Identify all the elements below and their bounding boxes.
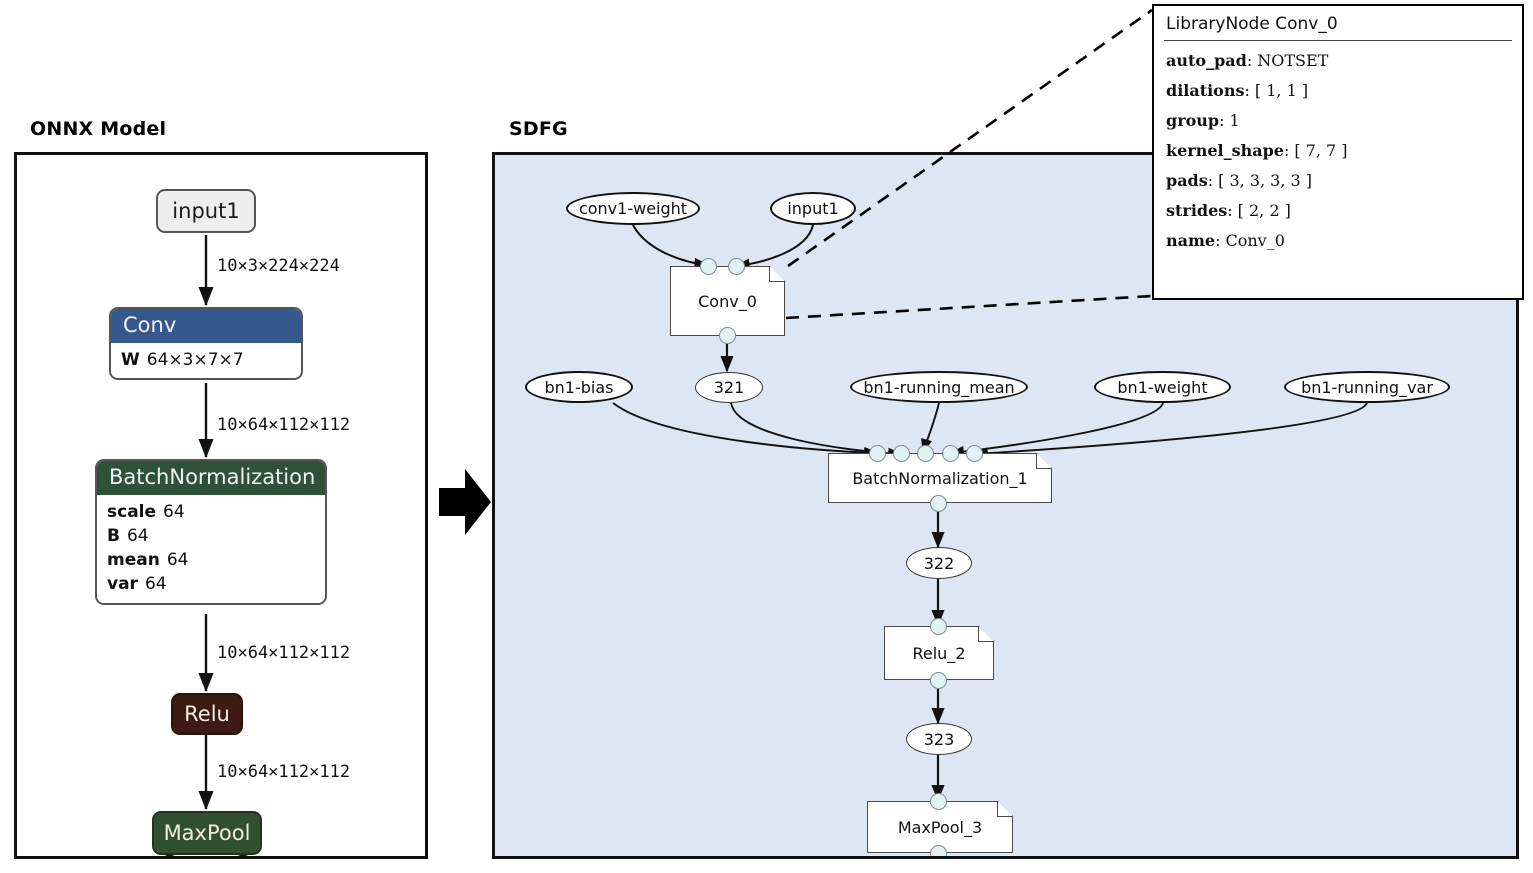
sdfg-access-node-label: 322 [923,553,955,573]
sdfg-in-connector[interactable] [700,258,717,275]
onnx-param-row: B 64 [107,524,315,548]
onnx-param-name: mean [107,550,160,571]
sdfg-access-node-conv1-weight[interactable]: conv1-weight [566,192,700,225]
onnx-node-conv-label: Conv [111,309,301,343]
sdfg-in-connector[interactable] [869,445,886,462]
transform-arrow-icon [439,469,491,535]
onnx-node-input1[interactable]: input1 [156,189,256,233]
sdfg-access-node-bn1-running-mean[interactable]: bn1-running_mean [850,371,1028,403]
onnx-param-row: scale 64 [107,500,315,524]
tooltip-row-value: [ 1, 1 ] [1254,80,1309,100]
sdfg-access-node-322[interactable]: 322 [906,547,972,579]
sdfg-out-connector[interactable] [930,672,947,689]
sdfg-library-node-batchnormalization-1[interactable]: BatchNormalization_1 [828,453,1052,503]
sdfg-out-connector[interactable] [719,327,736,344]
tooltip-row: pads:[ 3, 3, 3, 3 ] [1166,170,1313,190]
tooltip-row-key: group [1166,110,1220,130]
sdfg-out-connector[interactable] [930,845,947,856]
sdfg-access-node-label: 321 [713,378,745,397]
sdfg-access-node-input1[interactable]: input1 [770,192,856,225]
onnx-model-panel: input1 Conv W 64×3×7×7 BatchNormalization… [14,152,428,859]
sdfg-in-connector[interactable] [930,793,947,810]
sdfg-access-node-323[interactable]: 323 [906,723,972,755]
onnx-param-row: var 64 [107,572,315,596]
onnx-param-value: 64 [126,526,149,547]
sdfg-access-node-bn1-running-var[interactable]: bn1-running_var [1284,371,1450,403]
tooltip-row-key: name [1166,230,1216,250]
sdfg-in-connector[interactable] [917,445,934,462]
sdfg-in-connector[interactable] [728,258,745,275]
sdfg-in-connector[interactable] [893,445,910,462]
onnx-node-maxpool[interactable]: MaxPool [152,811,262,855]
tooltip-row-key: dilations [1166,80,1245,100]
sdfg-in-connector[interactable] [942,445,959,462]
onnx-param-value: 64 [163,502,185,522]
onnx-param-value: 64×3×7×7 [146,350,244,370]
sdfg-library-node-conv-0[interactable]: Conv_0 [670,266,785,336]
onnx-edges-layer [164,235,249,856]
sdfg-library-node-label: BatchNormalization_1 [852,468,1028,488]
tooltip-divider [1164,40,1512,41]
tooltip-row-key: pads [1166,170,1208,190]
sdfg-access-node-label: conv1-weight [578,199,688,218]
sdfg-access-node-bn1-weight[interactable]: bn1-weight [1094,371,1231,403]
onnx-param-row: mean 64 [107,548,315,572]
onnx-node-conv[interactable]: Conv W 64×3×7×7 [109,307,303,381]
sdfg-access-node-label: input1 [787,199,839,218]
onnx-node-relu[interactable]: Relu [171,693,243,735]
onnx-node-input1-label: input1 [172,199,240,223]
tooltip-row-key: kernel_shape [1166,140,1284,160]
onnx-param-row: W 64×3×7×7 [121,348,291,372]
onnx-param-value: 64 [144,574,167,595]
onnx-panel-title: ONNX Model [30,118,167,140]
sdfg-access-node-bn1-bias[interactable]: bn1-bias [525,371,633,403]
onnx-edge-label: 10×3×224×224 [217,256,340,276]
tooltip-row-value: Conv_0 [1225,230,1285,250]
onnx-node-conv-params: W 64×3×7×7 [111,343,301,379]
sdfg-library-node-label: Relu_2 [912,643,966,663]
tooltip-row-value: 1 [1229,110,1240,130]
onnx-param-name: B [107,526,120,547]
library-node-info-tooltip: LibraryNode Conv_0 auto_pad:NOTSET dilat… [1152,4,1524,300]
onnx-param-name: scale [107,502,157,522]
sdfg-in-connector[interactable] [966,445,983,462]
tooltip-row-key: strides [1166,200,1228,220]
sdfg-library-node-label: MaxPool_3 [897,817,983,837]
tooltip-row-value: [ 3, 3, 3, 3 ] [1218,170,1313,190]
tooltip-row-value: [ 7, 7 ] [1294,140,1348,160]
onnx-node-batchnormalization-params: scale 64 B 64 mean 64 var 64 [97,495,325,603]
onnx-node-maxpool-label: MaxPool [163,821,251,845]
sdfg-access-node-label: bn1-running_var [1301,377,1433,397]
onnx-node-batchnormalization[interactable]: BatchNormalization scale 64 B 64 mean 64 va… [95,459,327,605]
tooltip-row: group:1 [1166,110,1240,130]
onnx-node-batchnormalization-label: BatchNormalization [97,461,325,495]
sdfg-access-node-321[interactable]: 321 [695,372,763,403]
sdfg-out-connector[interactable] [930,495,947,512]
sdfg-in-connector[interactable] [930,618,947,635]
tooltip-row: dilations:[ 1, 1 ] [1166,80,1309,100]
tooltip-row-value: [ 2, 2 ] [1237,200,1291,220]
tooltip-row-key: auto_pad [1166,50,1247,70]
onnx-edge-label: 10×64×112×112 [217,643,351,663]
onnx-param-name: var [107,574,138,595]
tooltip-row-value: NOTSET [1257,50,1329,70]
tooltip-row: name:Conv_0 [1166,230,1285,250]
onnx-param-value: 64 [166,550,189,571]
tooltip-row: kernel_shape:[ 7, 7 ] [1166,140,1348,160]
tooltip-row: auto_pad:NOTSET [1166,50,1329,70]
sdfg-access-node-label: bn1-running_mean [863,377,1015,397]
sdfg-access-node-label: bn1-bias [544,377,614,397]
sdfg-panel-title: SDFG [509,118,568,140]
tooltip-title: LibraryNode Conv_0 [1166,14,1338,34]
onnx-node-relu-label: Relu [184,702,230,726]
onnx-param-name: W [121,350,140,370]
onnx-edge-label: 10×64×112×112 [217,415,351,435]
onnx-edge-label: 10×64×112×112 [217,762,351,782]
sdfg-library-node-label: Conv_0 [698,291,757,311]
sdfg-access-node-label: bn1-weight [1117,377,1208,397]
tooltip-row: strides:[ 2, 2 ] [1166,200,1291,220]
sdfg-access-node-label: 323 [923,729,955,749]
